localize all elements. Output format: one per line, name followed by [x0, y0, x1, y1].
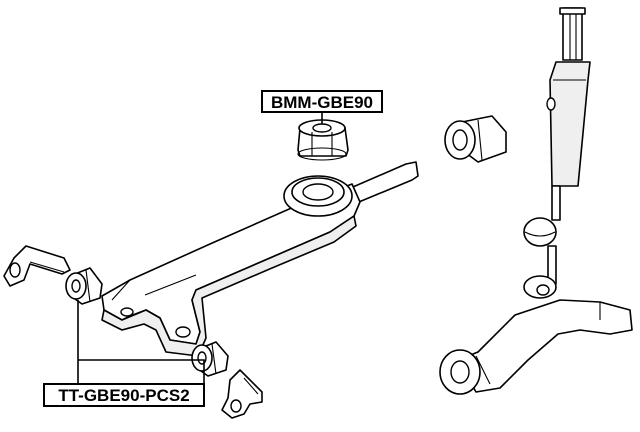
lower-right-arm [439, 299, 633, 395]
left-linkage-rod [3, 245, 71, 287]
label-bmm-gbe90: BMM-GBE90 [261, 90, 383, 113]
shift-bracket [101, 161, 419, 357]
label-bmm-gbe90-text: BMM-GBE90 [271, 93, 373, 112]
lever-bushing [444, 115, 507, 163]
bushing-pair-right [191, 341, 229, 377]
label-tt-gbe90-pcs2: TT-GBE90-PCS2 [43, 383, 205, 407]
leader-lines [77, 112, 323, 384]
lower-linkage-rod [221, 369, 263, 419]
shift-lever [523, 7, 591, 299]
bushing-pair-left [65, 267, 103, 305]
top-bushing [297, 119, 349, 161]
label-tt-gbe90-pcs2-text: TT-GBE90-PCS2 [58, 386, 189, 405]
